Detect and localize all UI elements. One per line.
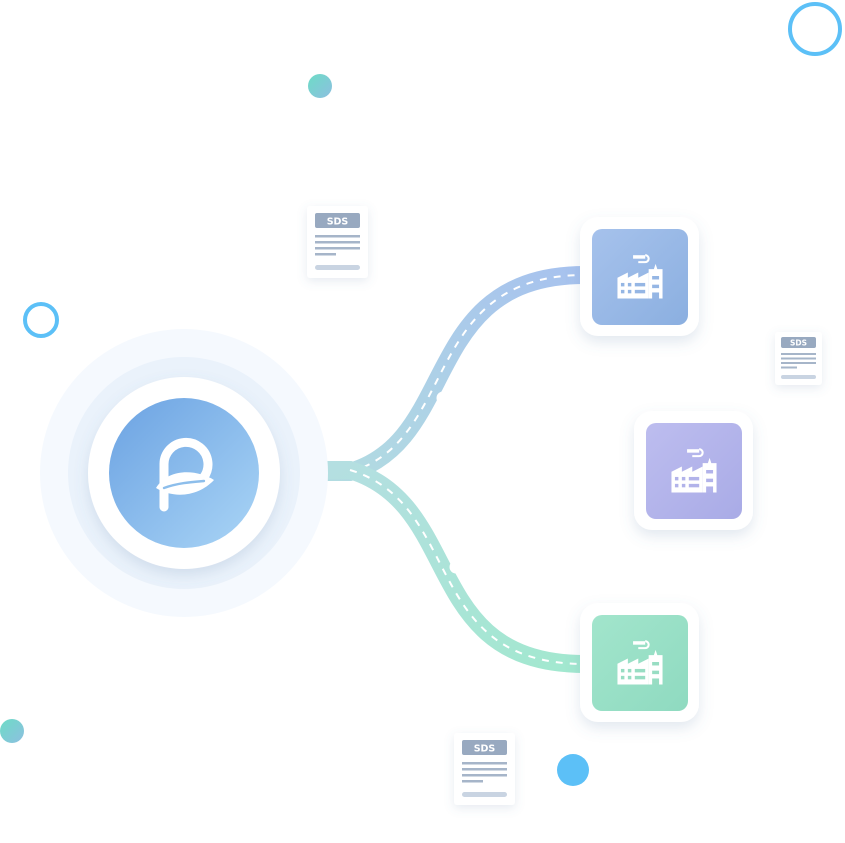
sds-document-bottom-bar <box>462 792 507 797</box>
accent-dot-top <box>308 74 332 98</box>
sds-document-top-line <box>315 241 360 244</box>
sds-document-bottom-line <box>462 762 507 765</box>
accent-dot-bottom-left <box>0 719 24 743</box>
factory-card-bottom <box>580 603 699 722</box>
factory-card-middle <box>634 411 753 530</box>
sds-document-right-line <box>781 357 816 360</box>
accent-dot-bottom <box>557 754 589 786</box>
sds-document-bottom-line <box>462 774 507 777</box>
sds-document-top: SDS <box>307 206 368 278</box>
sds-document-top-line <box>315 247 360 250</box>
sds-document-right-label: SDS <box>790 339 807 348</box>
sds-document-right-badge <box>781 337 816 348</box>
route-top-node <box>436 391 450 405</box>
sds-document-right: SDS <box>775 332 822 385</box>
route-middle-node <box>556 463 570 477</box>
accent-ring-left <box>23 302 59 338</box>
sds-document-bottom-line <box>462 780 483 783</box>
hub <box>40 329 328 617</box>
sds-document-top-line <box>315 235 360 238</box>
sds-document-top-bar <box>315 265 360 270</box>
accent-ring-top-right <box>788 2 842 56</box>
sds-document-top-badge <box>315 213 360 228</box>
factory-card-top <box>580 217 699 336</box>
sds-document-bottom-badge <box>462 740 507 755</box>
route-top <box>270 266 586 481</box>
sds-document-bottom: SDS <box>454 733 515 805</box>
leaf-p-logo-icon <box>156 437 214 512</box>
sds-document-bottom-label: SDS <box>474 744 496 755</box>
sds-document-top-label: SDS <box>327 217 349 228</box>
sds-document-bottom-line <box>462 768 507 771</box>
sds-document-right-bar <box>781 375 816 379</box>
sds-document-top-line <box>315 253 336 256</box>
sds-document-right-line <box>781 362 816 364</box>
sds-document-right-line <box>781 353 816 355</box>
route-bottom-node <box>449 560 463 574</box>
route-bottom <box>270 461 586 673</box>
sds-document-right-line <box>781 366 797 369</box>
